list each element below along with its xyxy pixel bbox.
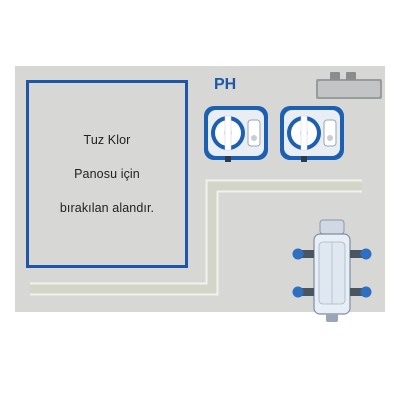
reserved-area-line-3: bırakılan alandır. <box>59 201 155 215</box>
pipe-route <box>30 179 362 296</box>
reserved-area-line-2: Panosu için <box>74 167 140 181</box>
controller-box-icon <box>316 72 382 99</box>
flow-cell-icon <box>292 219 372 322</box>
dosing-pump-icon <box>204 106 268 162</box>
reserved-area-frame: Tuz Klor Panosu için bırakılan alandır. <box>26 80 188 268</box>
dosing-pump-icon <box>280 106 344 162</box>
reserved-area-line-1: Tuz Klor <box>83 133 131 147</box>
ph-label: PH <box>214 76 237 93</box>
